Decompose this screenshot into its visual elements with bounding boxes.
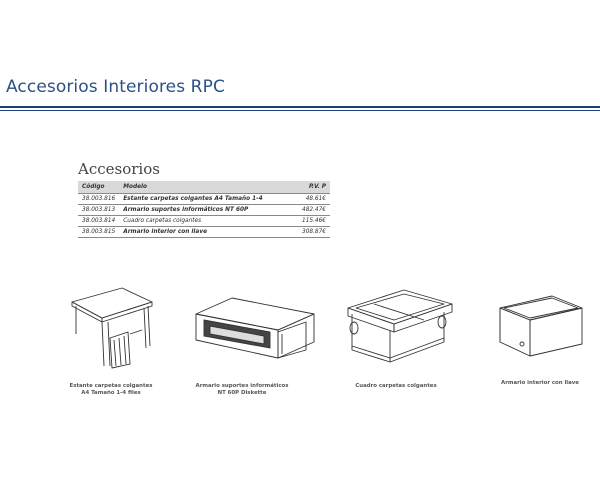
caption-line1: Cuadro carpetas colgantes	[355, 383, 437, 389]
product-caption: Estante carpetas colgantes A4 Tamaño 1-4…	[52, 383, 170, 397]
row-price: 48.61€	[282, 193, 330, 205]
diskette-cabinet-illustration	[195, 297, 315, 359]
caption-line1: Estante carpetas colgantes	[69, 383, 153, 389]
table-row: 38.003.815 Armario interior con llave 30…	[78, 226, 330, 238]
table-title: Accesorios	[78, 160, 160, 178]
caption-line2: NT 60P Diskette	[217, 390, 267, 396]
locking-cabinet-illustration	[499, 295, 583, 357]
column-header-code: Código	[78, 181, 120, 194]
accessories-section: Accesorios Código Modelo P.V. P 38.003.8…	[78, 160, 330, 238]
column-header-model: Modelo	[119, 181, 282, 194]
row-model: Armario suportes informáticos NT 60P	[119, 204, 282, 216]
row-model: Cuadro carpetas colgantes	[119, 215, 282, 227]
accessories-table: Código Modelo P.V. P 38.003.816 Estante …	[78, 181, 330, 238]
row-model: Armario interior con llave	[119, 226, 282, 238]
file-frame-illustration	[347, 289, 453, 363]
file-shelf-illustration	[71, 287, 153, 369]
row-price: 115.46€	[282, 215, 330, 227]
product-caption: Armario interior con llave	[484, 380, 596, 387]
page-title: Accesorios Interiores RPC	[6, 77, 225, 97]
row-code: 38.003.813	[78, 204, 120, 216]
caption-line2: A4 Tamaño 1-4 files	[81, 390, 141, 396]
table-row: 38.003.813 Armario suportes informáticos…	[78, 204, 330, 216]
row-price: 308.87€	[282, 226, 330, 238]
caption-line1: Armario suportes informáticos	[195, 383, 289, 389]
header-rule-thick	[0, 106, 600, 108]
caption-line1: Armario interior con llave	[501, 380, 579, 386]
row-code: 38.003.814	[78, 215, 120, 227]
product-caption: Cuadro carpetas colgantes	[338, 383, 454, 390]
column-header-price: P.V. P	[282, 181, 330, 194]
row-price: 482.47€	[282, 204, 330, 216]
product-caption: Armario suportes informáticos NT 60P Dis…	[180, 383, 304, 397]
table-row: 38.003.814 Cuadro carpetas colgantes 115…	[78, 215, 330, 227]
row-model: Estante carpetas colgantes A4 Tamaño 1-4	[119, 193, 282, 205]
row-code: 38.003.816	[78, 193, 120, 205]
header-rule-thin	[0, 110, 600, 111]
table-header-row: Código Modelo P.V. P	[78, 181, 330, 194]
row-code: 38.003.815	[78, 226, 120, 238]
table-row: 38.003.816 Estante carpetas colgantes A4…	[78, 193, 330, 205]
